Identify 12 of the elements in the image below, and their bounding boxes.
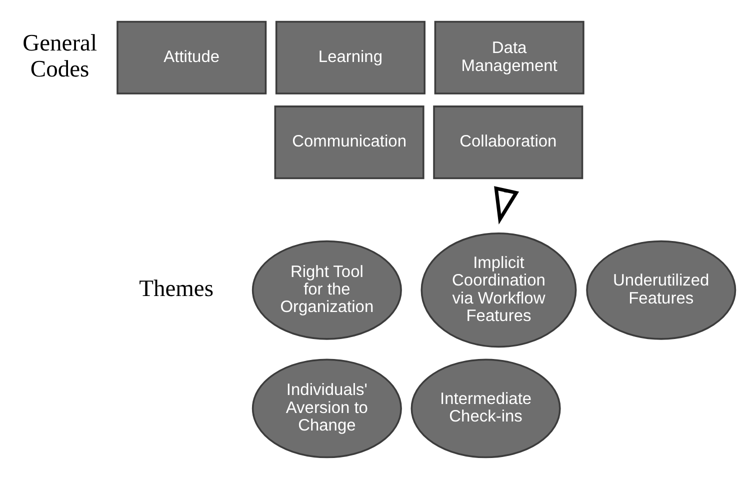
node-ellipse: Underutilized Features	[586, 240, 736, 340]
node-box: Attitude	[116, 20, 267, 94]
node-ellipse: Intermediate Check-ins	[410, 358, 561, 458]
label: Themes	[139, 275, 214, 302]
node-ellipse: Implicit Coordination via Workflow Features	[420, 232, 577, 348]
node-box: Data Management	[434, 20, 584, 94]
node-box: Collaboration	[433, 105, 584, 179]
node-box: Learning	[275, 20, 426, 94]
node-ellipse: Right Tool for the Organization	[252, 240, 402, 340]
node-ellipse: Individuals' Aversion to Change	[252, 358, 402, 458]
label: General Codes	[22, 30, 98, 82]
node-box: Communication	[274, 105, 424, 179]
